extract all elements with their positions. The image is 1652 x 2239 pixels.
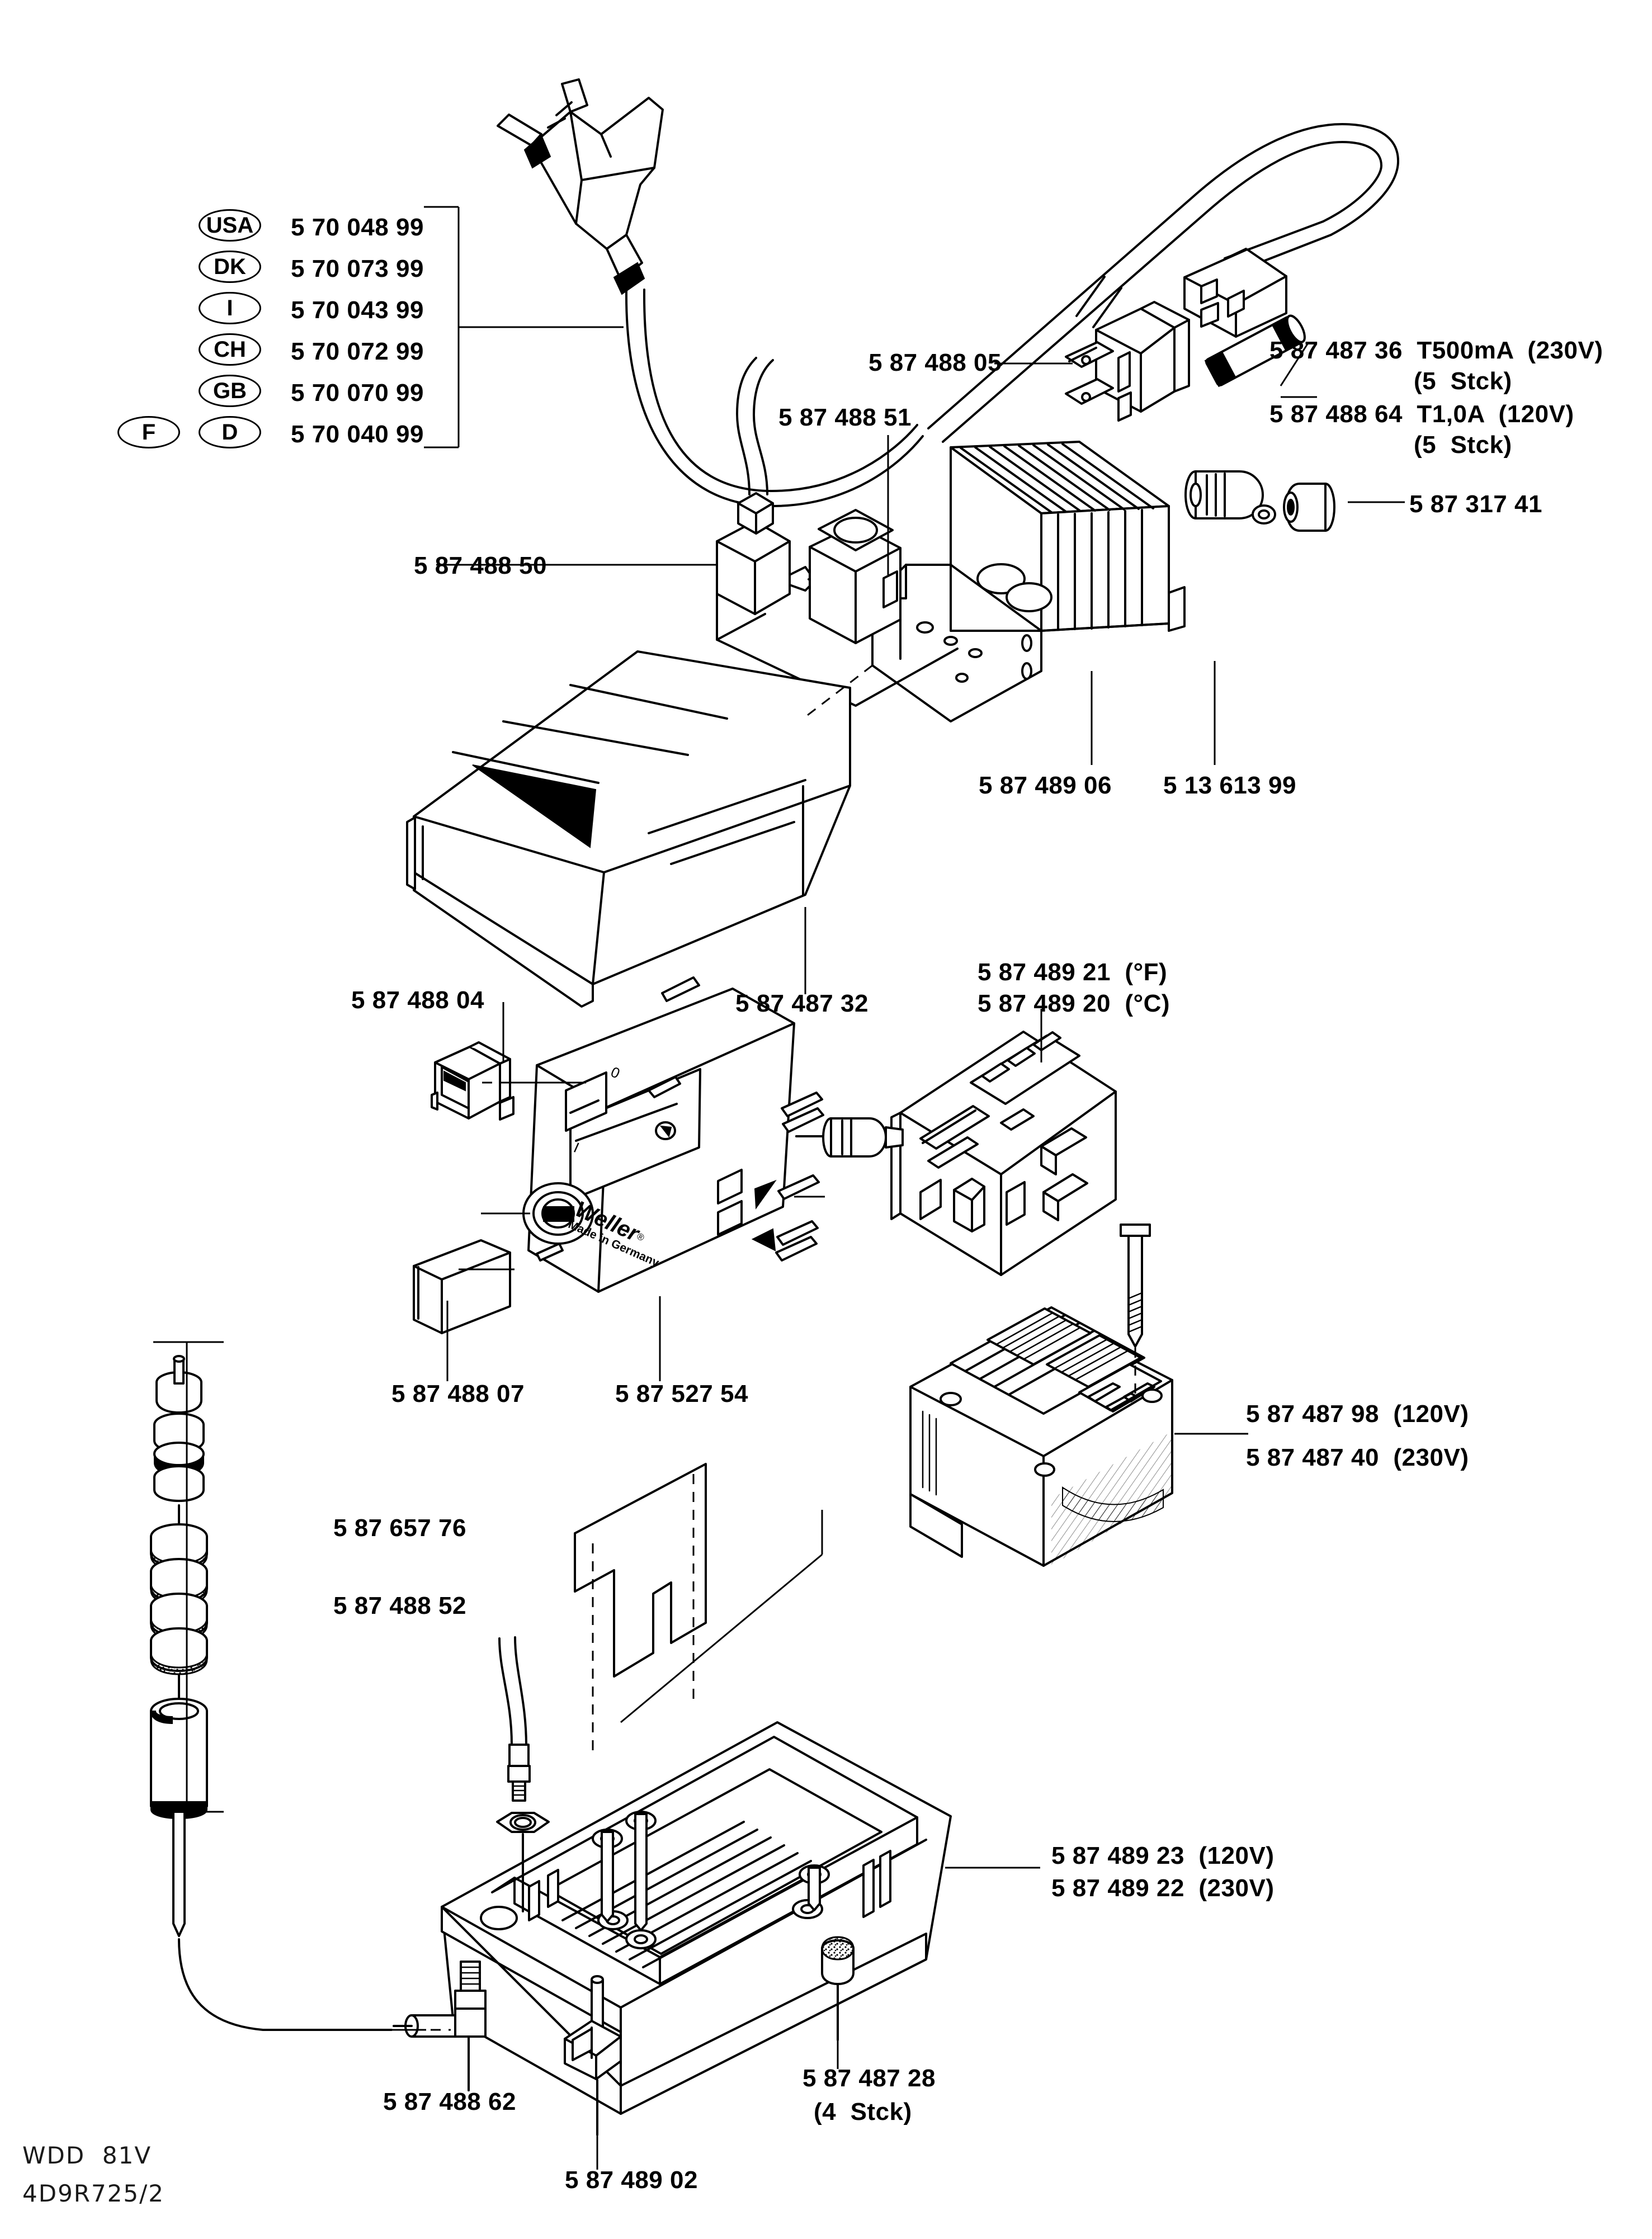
part-number-cord-d: 5 70 040 99 (291, 421, 424, 448)
part-number-transformer-120v: 5 87 487 98 (120V) (1246, 1400, 1469, 1428)
part-number-elbow-fitting: 5 87 488 62 (383, 2088, 516, 2115)
part-number-cord-i: 5 70 043 99 (291, 296, 424, 324)
fuse-120v-quantity: (5 Stck) (1414, 431, 1512, 459)
switch-marking-off: 0 (608, 1063, 623, 1082)
part-number-appliance-inlet: 5 87 488 05 (869, 349, 1002, 376)
country-badge-dk: DK (199, 251, 261, 283)
drawing-number: 4D9R725/2 (22, 2180, 165, 2207)
part-number-cord-gb: 5 70 070 99 (291, 379, 424, 407)
part-number-vacuum-fitting: 5 87 488 50 (414, 552, 547, 579)
part-number-display-board-fahrenheit: 5 87 489 21 (°F) (978, 958, 1168, 986)
country-badge-gb: GB (199, 375, 261, 407)
part-number-cord-usa: 5 70 048 99 (291, 214, 424, 241)
country-badge-i: I (199, 292, 261, 324)
part-number-cover-hood: 5 87 487 32 (735, 990, 869, 1017)
part-number-cord-dk: 5 70 073 99 (291, 255, 424, 282)
part-number-rocker-switch: 5 87 488 04 (351, 986, 484, 1014)
switch-marking-on: I (571, 1139, 582, 1156)
part-number-fuse-120v: 5 87 488 64 T1,0A (120V) (1269, 400, 1574, 428)
part-number-front-panel: 5 87 527 54 (615, 1380, 748, 1407)
country-badge-f: F (117, 416, 180, 448)
part-number-base-120v: 5 87 489 23 (120V) (1051, 1842, 1275, 1869)
part-number-display-board-celsius: 5 87 489 20 (°C) (978, 990, 1170, 1017)
part-number-rubber-feet: 5 87 487 28 (803, 2065, 936, 2092)
part-number-base-230v: 5 87 489 22 (230V) (1051, 1874, 1275, 1902)
part-number-fuse-230v: 5 87 487 36 T500mA (230V) (1269, 337, 1603, 364)
part-number-transformer-230v: 5 87 487 40 (230V) (1246, 1444, 1469, 1471)
part-number-potentiometer-knob: 5 13 613 99 (1163, 772, 1296, 799)
part-number-cord-ch: 5 70 072 99 (291, 338, 424, 365)
country-badge-d: D (199, 416, 261, 448)
country-badge-ch: CH (199, 333, 261, 366)
part-number-connector-socket: 5 87 317 41 (1409, 490, 1542, 518)
country-badge-usa: USA (199, 209, 261, 242)
part-number-pump-assembly: 5 87 488 51 (778, 404, 912, 431)
model-designation: WDD 81V (22, 2142, 152, 2169)
fuse-230v-quantity: (5 Stck) (1414, 367, 1512, 395)
part-number-cable-clamp: 5 87 489 02 (565, 2166, 698, 2194)
part-number-filter-cartridge: 5 87 488 52 (333, 1592, 466, 1619)
part-number-blanking-plate: 5 87 488 07 (391, 1380, 525, 1407)
rubber-feet-quantity: (4 Stck) (814, 2098, 912, 2125)
part-number-filter-elements: 5 87 657 76 (333, 1514, 466, 1542)
part-number-heatsink-bracket: 5 87 489 06 (979, 772, 1112, 799)
